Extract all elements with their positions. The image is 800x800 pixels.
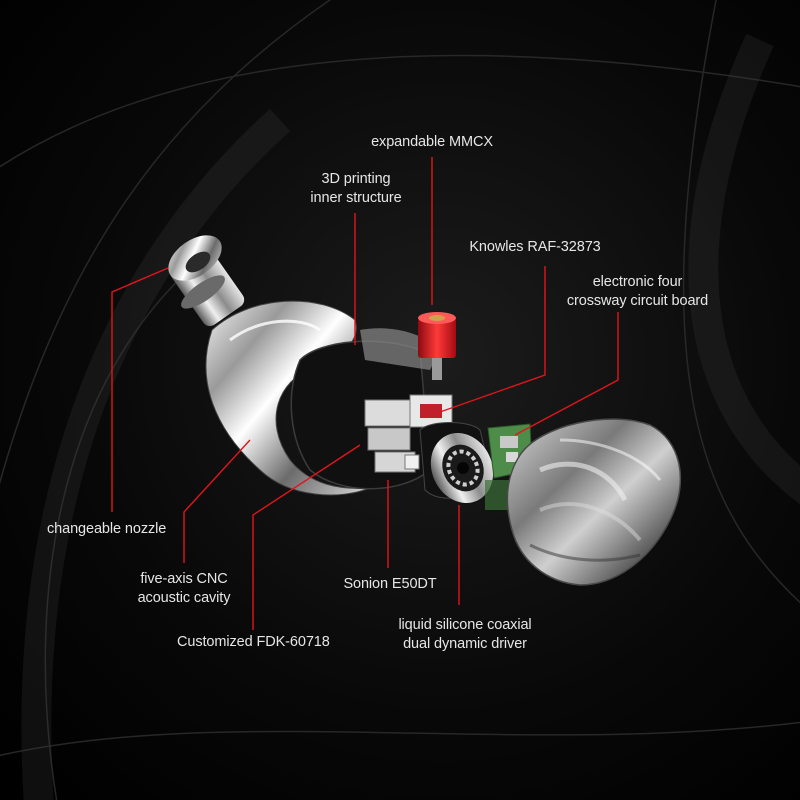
- label-customized-fdk: Customized FDK-60718: [177, 633, 347, 652]
- background-sheen: [21, 33, 800, 800]
- label-circuit-board: electronic four crossway circuit board: [555, 273, 720, 311]
- label-expandable-mmcx: expandable MMCX: [362, 133, 502, 152]
- label-3d-printing-inner-structure: 3D printing inner structure: [296, 170, 416, 208]
- label-coaxial-driver: liquid silicone coaxial dual dynamic dri…: [390, 616, 540, 654]
- label-line: inner structure: [310, 190, 402, 206]
- label-line: Sonion E50DT: [343, 576, 437, 592]
- label-cnc-acoustic-cavity: five-axis CNC acoustic cavity: [124, 570, 244, 608]
- balanced-armature-blocks: [364, 394, 453, 473]
- coaxial-dynamic-driver: [419, 422, 494, 504]
- nozzle: [168, 235, 245, 327]
- label-line: changeable nozzle: [47, 521, 167, 537]
- label-knowles: Knowles RAF-32873: [455, 238, 615, 257]
- callout-fdk: [252, 444, 361, 630]
- label-line: 3D printing: [321, 171, 391, 187]
- label-line: expandable MMCX: [371, 134, 493, 150]
- label-line: Knowles RAF-32873: [469, 239, 601, 255]
- label-line: five-axis CNC: [140, 571, 228, 587]
- callout-knowles: [439, 266, 546, 413]
- faceplate: [506, 418, 682, 586]
- callout-circuit-board: [514, 312, 619, 436]
- label-line: crossway circuit board: [566, 293, 709, 309]
- label-changeable-nozzle: changeable nozzle: [47, 520, 187, 539]
- mmcx-connector: [418, 312, 456, 380]
- callout-nozzle: [111, 267, 169, 512]
- label-line: electronic four: [592, 274, 683, 290]
- label-line: Customized FDK-60718: [177, 634, 330, 650]
- label-line: dual dynamic driver: [403, 636, 527, 652]
- label-line: acoustic cavity: [137, 590, 231, 606]
- label-sonion: Sonion E50DT: [330, 575, 450, 594]
- label-line: liquid silicone coaxial: [398, 617, 532, 633]
- callout-lines: [111, 157, 619, 630]
- callout-cavity: [183, 439, 251, 563]
